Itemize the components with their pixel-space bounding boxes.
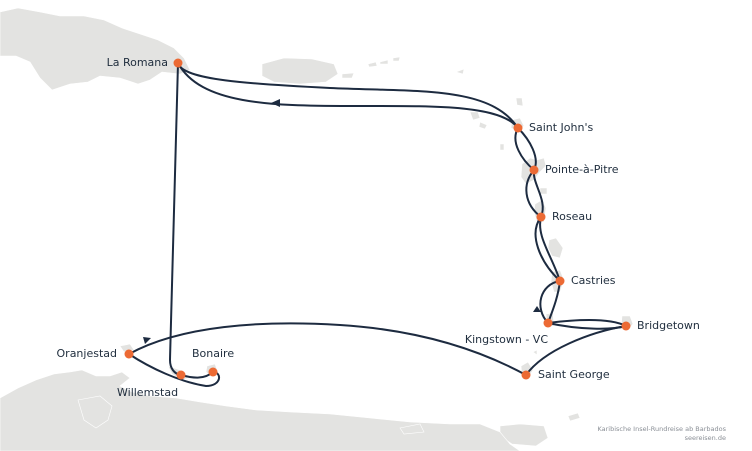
land-margarita: [399, 423, 425, 435]
port-marker-bonaire[interactable]: [208, 367, 218, 377]
credit-line-1: Karibische Insel-Rundreise ab Barbados: [597, 425, 726, 433]
port-label-bridgetown: Bridgetown: [637, 319, 700, 332]
land-st-martin: [469, 111, 481, 121]
port-label-la-romana: La Romana: [107, 56, 168, 69]
land-montserrat: [499, 143, 505, 151]
land-martinique: [547, 237, 564, 259]
landmasses: [0, 7, 634, 451]
port-label-pointe-a-pitre: Pointe-à-Pitre: [545, 163, 619, 176]
land-south-america: [0, 369, 521, 451]
port-marker-pointe-a-pitre[interactable]: [529, 165, 539, 175]
port-marker-kingstown[interactable]: [543, 318, 553, 328]
port-label-saint-johns: Saint John's: [529, 121, 594, 134]
land-peninsula: [77, 395, 113, 429]
route-castries-kingstown-a: [539, 280, 561, 324]
land-virgin-1: [367, 61, 378, 68]
port-marker-saint-johns[interactable]: [513, 123, 523, 133]
land-vieques: [341, 72, 355, 79]
port-markers: [124, 58, 631, 380]
route-saint-johns-la-romana-inner: [177, 62, 519, 129]
land-hispaniola: [0, 7, 191, 91]
route-kingstown-bridgetown-a: [547, 318, 627, 327]
map-credit: Karibische Insel-Rundreise ab Barbados s…: [597, 425, 726, 442]
port-label-oranjestad: Oranjestad: [57, 347, 117, 360]
land-virgin-2: [379, 59, 389, 65]
route-la-romana-saint-johns-outer: [177, 62, 519, 129]
land-barbuda: [515, 97, 524, 107]
route-saint-george-oranjestad: [128, 322, 527, 376]
land-st-kitts: [478, 121, 488, 130]
route-la-romana-willemstad: [169, 62, 182, 376]
port-label-saint-george: Saint George: [538, 368, 610, 381]
route-bridgetown-saint-george: [525, 325, 627, 376]
direction-arrow-kingstown: [533, 306, 541, 312]
port-label-willemstad: Willemstad: [117, 386, 178, 399]
land-puerto-rico: [261, 57, 339, 85]
credit-line-2: seereisen.de: [685, 434, 726, 442]
port-label-castries: Castries: [571, 274, 616, 287]
route-roseau-castries-a: [534, 216, 561, 282]
port-marker-castries[interactable]: [555, 276, 565, 286]
land-anguilla: [455, 68, 465, 75]
port-label-roseau: Roseau: [552, 210, 592, 223]
port-marker-la-romana[interactable]: [173, 58, 183, 68]
route-roseau-castries-b: [539, 216, 561, 282]
port-marker-saint-george[interactable]: [521, 370, 531, 380]
land-marie-galante: [539, 187, 548, 195]
port-marker-oranjestad[interactable]: [124, 349, 134, 359]
port-labels: La Romana Saint John's Pointe-à-Pitre Ro…: [57, 56, 700, 399]
land-grenadines-1: [539, 337, 545, 344]
land-virgin-3: [392, 56, 401, 62]
port-label-bonaire: Bonaire: [192, 347, 234, 360]
direction-arrow-top: [271, 99, 280, 107]
port-marker-bridgetown[interactable]: [621, 321, 631, 331]
land-tobago: [567, 412, 581, 422]
port-label-kingstown: Kingstown - VC: [465, 333, 548, 346]
route-oranjestad-bonaire: [128, 353, 220, 387]
cruise-route: [128, 62, 627, 387]
port-marker-roseau[interactable]: [536, 212, 546, 222]
port-marker-willemstad[interactable]: [176, 370, 186, 380]
land-grenadines-2: [532, 349, 538, 356]
direction-arrow-bottom: [143, 337, 151, 344]
